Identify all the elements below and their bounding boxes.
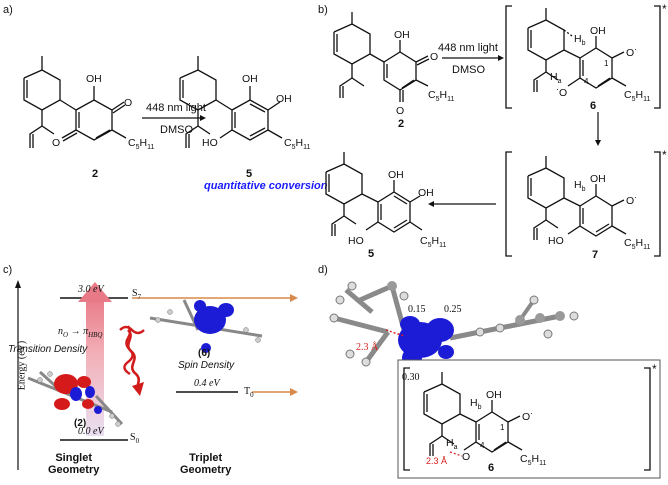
panel-label-c: c) (3, 264, 13, 276)
svg-text:OH: OH (486, 389, 502, 401)
spin-value-030: 0.30 (402, 372, 420, 383)
svg-text:O: O (462, 451, 470, 463)
svg-text:Ha: Ha (446, 437, 458, 451)
state-t0-label: T0 (244, 386, 254, 399)
distance-label-3d: 2.3 Å (356, 342, 379, 353)
arrow-b-bottom-label: DMSO (452, 64, 485, 76)
svg-text:O·: O· (626, 44, 637, 59)
svg-text:OH: OH (590, 25, 606, 37)
level-s0-energy: 0.0 eV (78, 426, 104, 437)
svg-text:·O: ·O (556, 84, 567, 99)
level-s7-energy: 3.0 eV (78, 284, 104, 295)
o-label-a2: O (52, 137, 60, 149)
compound-5-number-a: 5 (246, 168, 253, 180)
transition-density-label: Transition Density (8, 344, 88, 355)
svg-text:OH: OH (418, 187, 434, 199)
oh-label-b1: OH (394, 29, 410, 41)
inset-star: * (652, 362, 657, 376)
svg-text:HO: HO (548, 235, 564, 247)
state-s0-label: S0 (130, 432, 140, 445)
state-s7-label: S7 (132, 288, 142, 301)
panel-label-b: b) (318, 4, 328, 16)
oh-label-a1: OH (86, 73, 102, 85)
compound-6-number-b: 6 (590, 100, 597, 112)
panel-label-d: d) (318, 264, 328, 276)
svg-text:HO: HO (348, 235, 364, 247)
ho-label-a1: HO (202, 137, 218, 149)
star-7: * (662, 148, 667, 162)
compound-5-number-b: 5 (368, 248, 375, 260)
arrow-b-top-label: 448 nm light (438, 42, 498, 54)
compound-2-number-c: (2) (74, 418, 87, 429)
arrow-a-top-label: 448 nm light (146, 102, 206, 114)
svg-text:Hb: Hb (574, 179, 586, 193)
compound-2-number-b: 2 (398, 118, 405, 130)
compound-6-number-c: (6) (198, 348, 211, 359)
oh-label-a2: OH (242, 73, 258, 85)
svg-text:1: 1 (604, 59, 609, 68)
compound-2-number-a: 2 (92, 168, 99, 180)
spin-value-015: 0.15 (408, 304, 426, 315)
quantitative-conversion-note: quantitative conversion (204, 180, 328, 192)
svg-text:O·: O· (626, 192, 637, 207)
svg-text:OH: OH (388, 169, 404, 181)
spin-value-025: 0.25 (444, 304, 462, 315)
svg-text:1: 1 (500, 423, 505, 432)
compound-7-number-b: 7 (592, 249, 599, 261)
ball-stick-model (329, 281, 579, 368)
o-label-a1: O (124, 97, 132, 109)
transition-label: nO → πHBQ (58, 326, 103, 339)
svg-text:Hb: Hb (470, 397, 482, 411)
svg-text:O: O (430, 51, 438, 63)
svg-text:4: 4 (480, 441, 485, 450)
svg-text:OH: OH (590, 173, 606, 185)
oh-label-a3: OH (276, 93, 292, 105)
svg-text:Ha: Ha (550, 71, 562, 85)
transition-density-molecule (27, 370, 124, 427)
svg-text:O·: O· (522, 408, 533, 423)
star-6: * (662, 2, 667, 16)
compound-2-structure-a (23, 56, 127, 148)
compound-5-structure-a (179, 56, 283, 148)
svg-text:O: O (396, 105, 404, 117)
spin-density-label: Spin Density (178, 360, 235, 371)
arrow-a-bottom-label: DMSO (160, 124, 193, 136)
inset-distance-label: 2.3 Å (426, 456, 448, 466)
svg-text:Hb: Hb (574, 33, 586, 47)
panel-label-a: a) (3, 4, 13, 16)
inset-compound-6-number: 6 (488, 462, 495, 474)
level-t0-energy: 0.4 eV (194, 378, 220, 389)
spin-density-molecule-c (149, 299, 263, 353)
svg-text:4: 4 (584, 77, 589, 86)
